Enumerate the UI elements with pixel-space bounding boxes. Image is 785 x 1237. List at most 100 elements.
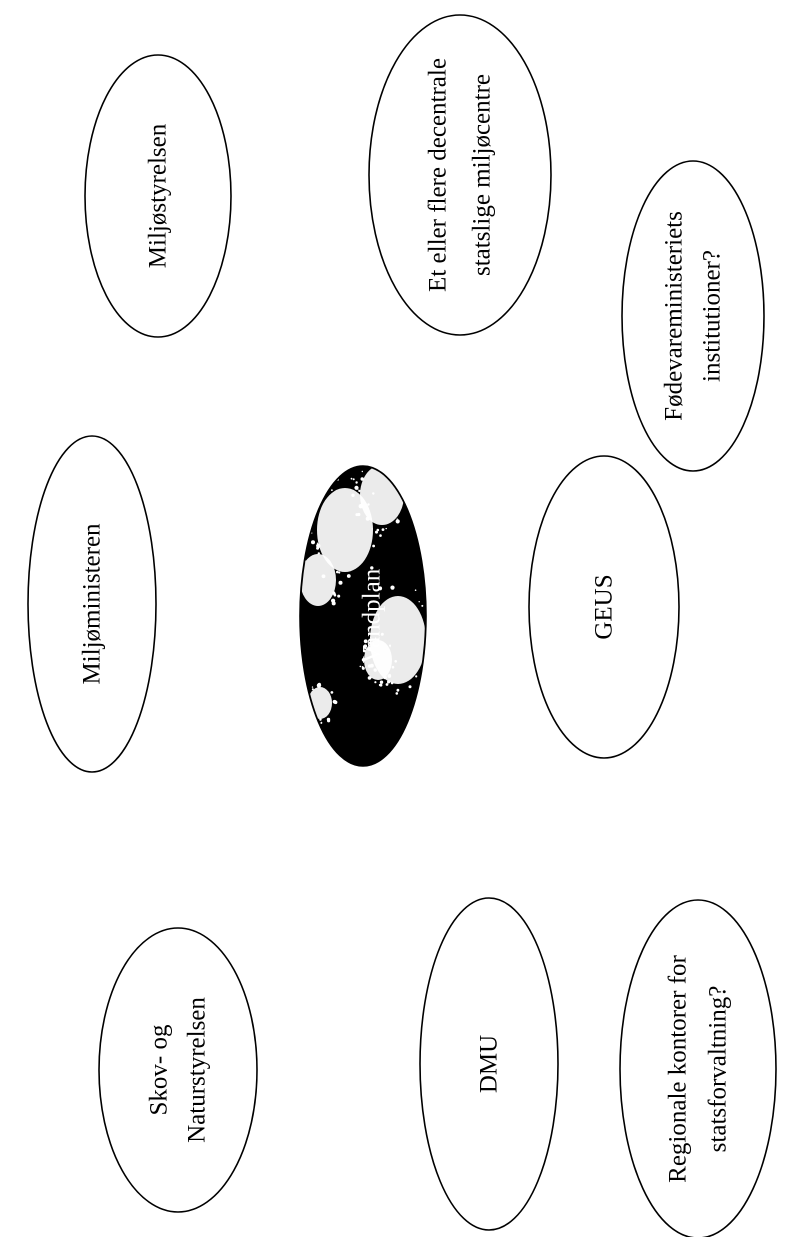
texture-speck bbox=[392, 467, 394, 468]
node-regionale-kontorer-label-line-1: Regionale kontorer for bbox=[665, 954, 692, 1182]
texture-speck bbox=[311, 688, 314, 691]
texture-speck bbox=[305, 702, 309, 706]
texture-speck bbox=[375, 637, 377, 639]
texture-speck bbox=[372, 544, 375, 548]
texture-speck bbox=[333, 700, 338, 705]
texture-speck bbox=[355, 513, 359, 517]
node-miljoestyrelsen-shape bbox=[84, 54, 232, 338]
texture-speck bbox=[390, 585, 395, 590]
texture-speck bbox=[385, 527, 387, 530]
texture-speck bbox=[373, 668, 377, 672]
texture-blob bbox=[301, 554, 336, 606]
texture-speck bbox=[430, 649, 432, 651]
texture-speck bbox=[389, 673, 391, 676]
texture-speck bbox=[294, 588, 297, 591]
node-geus-label-line-1: GEUS bbox=[591, 574, 618, 639]
texture-speck bbox=[379, 680, 384, 684]
texture-speck bbox=[421, 604, 424, 607]
node-regionale-kontorer-label-line-2: statsforvaltning? bbox=[705, 986, 732, 1153]
texture-speck bbox=[334, 594, 336, 597]
texture-speck bbox=[389, 644, 391, 647]
texture-speck bbox=[321, 574, 326, 579]
texture-speck bbox=[370, 636, 372, 638]
texture-speck bbox=[346, 574, 351, 578]
texture-speck bbox=[358, 489, 361, 493]
node-skov-og-naturstyrelsen-label-line-1: Skov- og bbox=[146, 1024, 173, 1115]
texture-speck bbox=[367, 676, 372, 680]
texture-speck bbox=[361, 666, 365, 670]
texture-speck bbox=[352, 478, 355, 481]
texture-speck bbox=[327, 719, 331, 723]
texture-speck bbox=[394, 660, 398, 663]
texture-speck bbox=[311, 686, 314, 688]
texture-speck bbox=[368, 641, 372, 645]
node-miljoeministeren-shape bbox=[27, 435, 157, 773]
texture-speck bbox=[319, 718, 322, 721]
node-miljoestyrelsen: Miljøstyrelsen bbox=[84, 54, 232, 338]
texture-speck bbox=[363, 639, 368, 644]
texture-speck bbox=[311, 505, 313, 507]
texture-speck bbox=[293, 587, 297, 591]
texture-speck bbox=[408, 685, 412, 689]
texture-speck bbox=[408, 495, 410, 497]
texture-speck bbox=[338, 580, 343, 585]
texture-speck bbox=[331, 489, 333, 491]
texture-speck bbox=[324, 482, 327, 485]
texture-speck bbox=[428, 646, 430, 648]
texture-speck bbox=[362, 649, 366, 653]
texture-speck bbox=[350, 477, 353, 480]
texture-speck bbox=[415, 675, 418, 678]
texture-speck bbox=[306, 710, 311, 715]
node-geus: GEUS bbox=[528, 455, 680, 759]
texture-speck bbox=[371, 528, 373, 530]
center-node: Vandplan bbox=[293, 461, 432, 767]
texture-speck bbox=[378, 586, 383, 591]
node-miljoeministeren: Miljøministeren bbox=[27, 435, 157, 773]
texture-speck bbox=[384, 461, 386, 463]
texture-speck bbox=[395, 519, 400, 524]
node-dmu-label-line-1: DMU bbox=[476, 1035, 503, 1093]
texture-speck bbox=[304, 701, 308, 705]
texture-speck bbox=[408, 485, 413, 490]
texture-speck bbox=[429, 622, 431, 624]
node-miljoeministeren-label-line-1: Miljøministeren bbox=[79, 523, 106, 685]
texture-speck bbox=[381, 528, 385, 531]
texture-speck bbox=[380, 632, 384, 636]
node-decentrale-miljoecentre-label-line-2: statslige miljøcentre bbox=[469, 74, 496, 276]
texture-speck bbox=[311, 540, 315, 545]
texture-speck bbox=[363, 644, 368, 648]
texture-speck bbox=[319, 498, 322, 501]
texture-speck bbox=[306, 703, 309, 706]
node-geus-shape bbox=[528, 455, 680, 759]
texture-speck bbox=[414, 589, 417, 591]
texture-speck bbox=[407, 505, 412, 510]
texture-speck bbox=[375, 530, 378, 534]
texture-speck bbox=[313, 510, 316, 513]
texture-speck bbox=[391, 665, 395, 669]
texture-speck bbox=[305, 702, 308, 705]
texture-speck bbox=[318, 682, 321, 686]
texture-blob bbox=[317, 488, 373, 572]
texture-speck bbox=[297, 584, 301, 588]
texture-speck bbox=[374, 681, 377, 684]
node-regionale-kontorer: Regionale kontorer for statsforvaltning? bbox=[619, 899, 777, 1237]
center-node-texture bbox=[293, 461, 432, 724]
node-skov-og-naturstyrelsen-shape bbox=[98, 927, 258, 1213]
texture-speck bbox=[317, 552, 320, 555]
node-dmu-shape bbox=[419, 897, 559, 1231]
texture-speck bbox=[361, 658, 366, 662]
texture-speck bbox=[317, 544, 320, 547]
texture-speck bbox=[337, 595, 340, 598]
texture-speck bbox=[367, 503, 370, 506]
texture-speck bbox=[338, 571, 341, 574]
texture-speck bbox=[358, 504, 363, 509]
texture-speck bbox=[360, 477, 364, 481]
texture-speck bbox=[418, 601, 420, 603]
texture-speck bbox=[378, 463, 381, 466]
node-skov-og-naturstyrelsen-label-line-2: Naturstyrelsen bbox=[184, 997, 211, 1143]
node-miljoestyrelsen-label-line-1: Miljøstyrelsen bbox=[145, 123, 172, 268]
texture-speck bbox=[395, 692, 399, 695]
texture-speck bbox=[383, 675, 387, 680]
